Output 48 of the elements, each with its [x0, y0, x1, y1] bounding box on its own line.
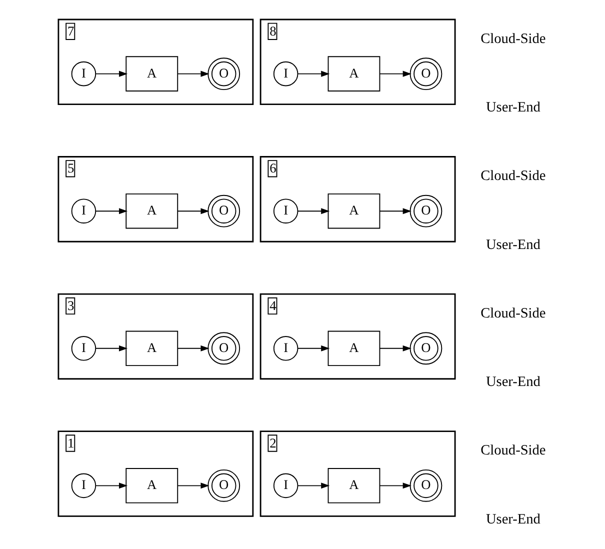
node-box: A: [328, 468, 380, 504]
node-box: A: [328, 330, 380, 366]
arrow: [95, 482, 128, 489]
node-circle: O: [410, 194, 442, 228]
arrow: [95, 70, 128, 77]
node-circle: I: [273, 336, 298, 361]
label: User-End: [486, 511, 540, 528]
node-circle: I: [71, 61, 96, 86]
node-box: A: [126, 330, 178, 366]
node-circle: I: [273, 198, 298, 224]
arrow: [177, 482, 210, 489]
arrow: [298, 70, 330, 77]
node-box: A: [328, 56, 380, 92]
label: Cloud-Side: [480, 168, 546, 184]
node-circle: O: [208, 332, 240, 365]
node-box: A: [126, 468, 178, 504]
node-circle: I: [273, 61, 298, 86]
node-circle: O: [208, 58, 240, 90]
label: User-End: [486, 99, 540, 116]
arrow: [95, 345, 128, 352]
arrow: [379, 482, 412, 489]
node-circle: O: [410, 332, 442, 365]
arrow: [298, 345, 330, 352]
label: User-End: [486, 236, 540, 253]
arrow: [95, 208, 128, 214]
node-box: A: [126, 56, 178, 92]
label: Cloud-Side: [480, 30, 546, 47]
arrow: [379, 345, 412, 352]
node-circle: O: [208, 194, 240, 228]
arrow: [177, 70, 210, 77]
label: User-End: [486, 374, 540, 390]
arrow: [298, 208, 330, 214]
node-circle: O: [410, 469, 442, 502]
node-box: A: [126, 193, 178, 229]
node-box: A: [328, 193, 380, 229]
node-circle: I: [273, 473, 298, 498]
arrow: [177, 208, 210, 214]
node-circle: O: [410, 58, 442, 90]
label: Cloud-Side: [480, 442, 546, 459]
node-circle: I: [71, 336, 96, 361]
arrow: [379, 208, 412, 214]
node-circle: O: [208, 469, 240, 502]
node-circle: I: [71, 198, 96, 224]
arrow: [379, 70, 412, 77]
node-circle: I: [71, 473, 96, 498]
arrow: [177, 345, 210, 352]
arrow: [298, 482, 330, 489]
label: Cloud-Side: [480, 305, 546, 322]
